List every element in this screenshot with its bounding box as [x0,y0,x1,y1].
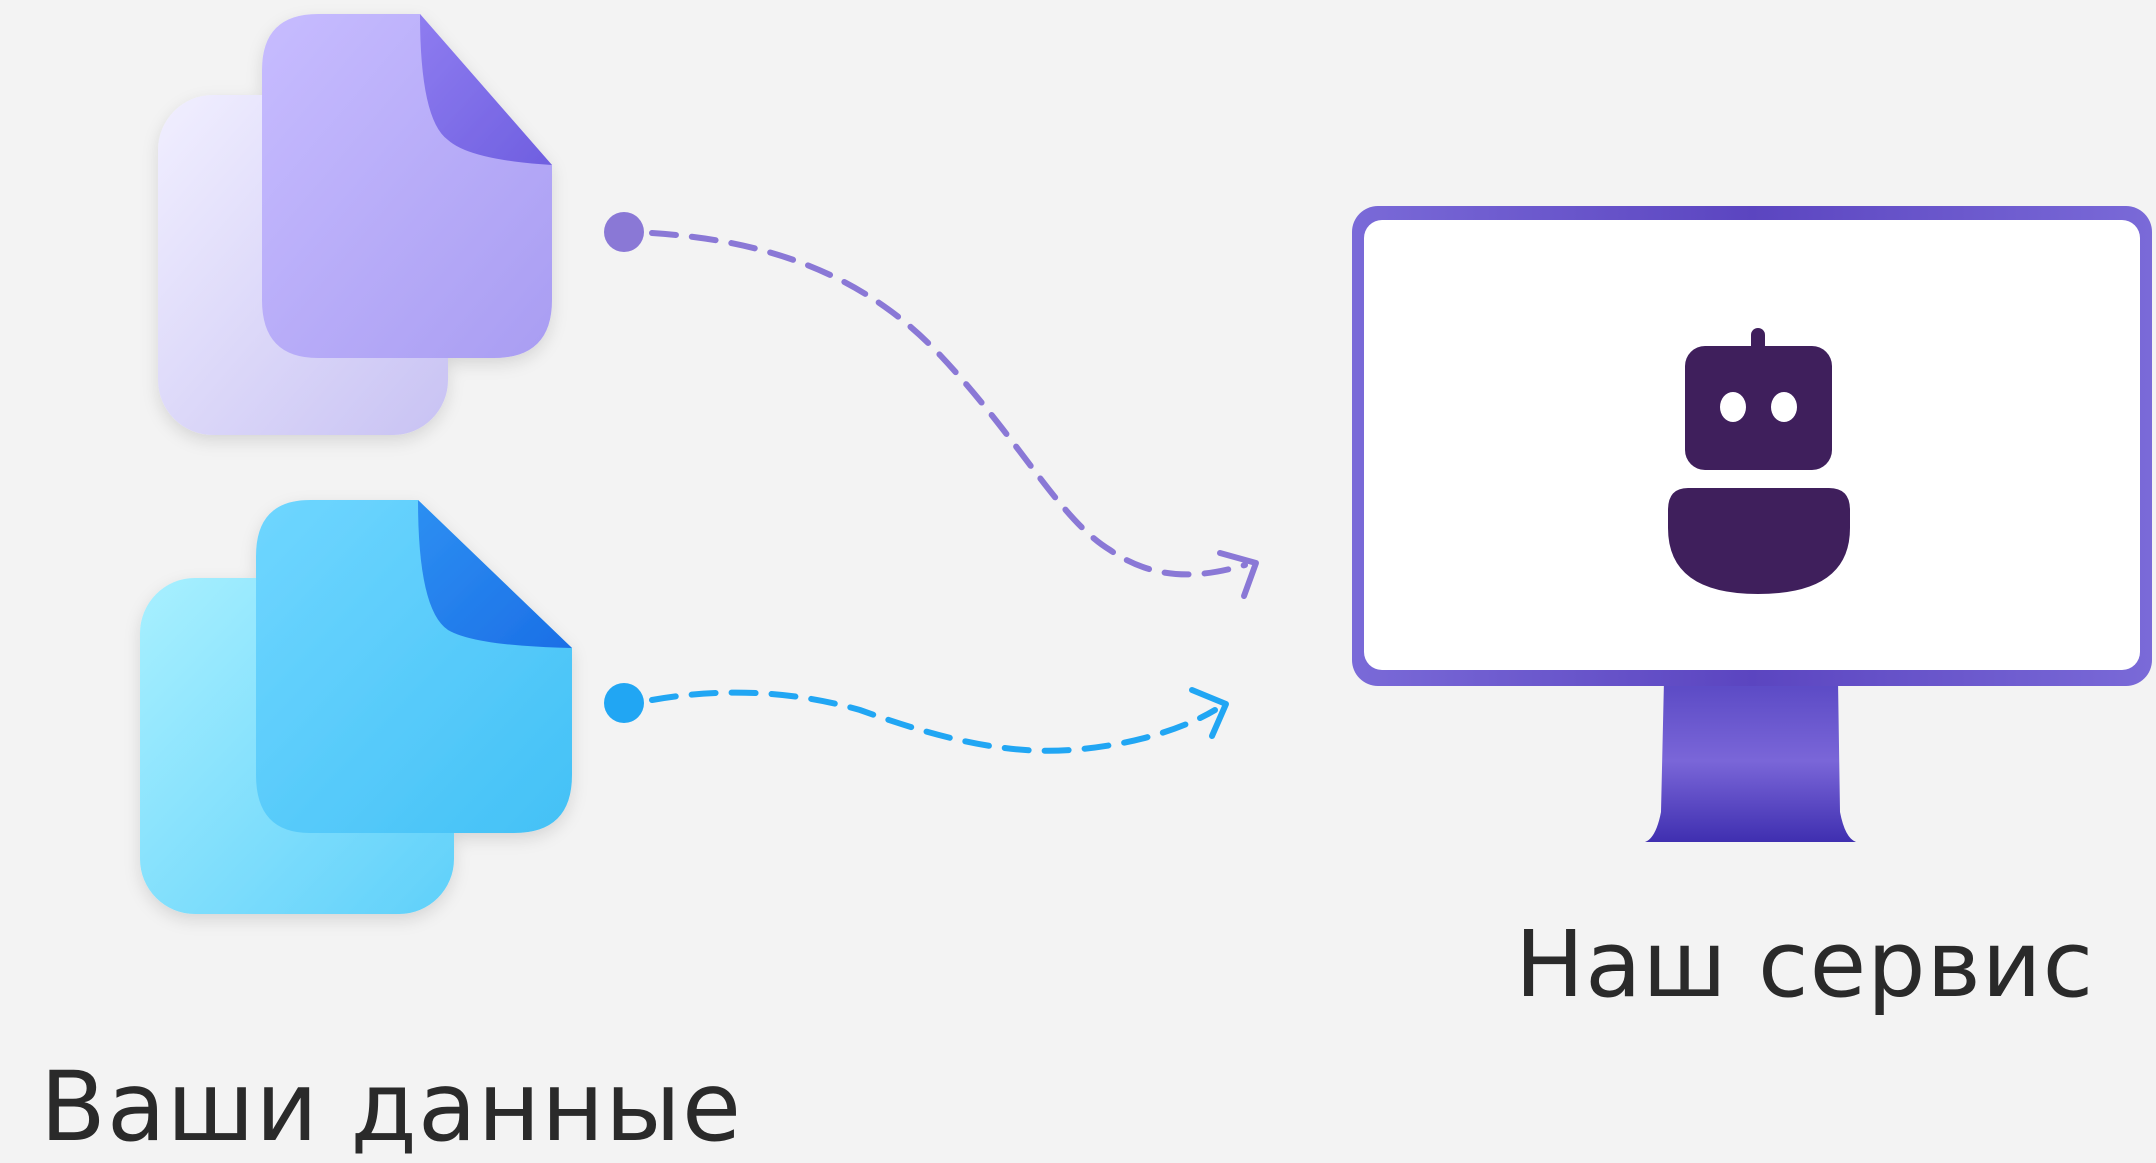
documents-icon [140,500,572,914]
documents-icon [158,14,552,435]
purple-flow-origin-dot [604,212,644,252]
blue-flow-origin-dot [604,683,644,723]
your-data-label: Ваши данные [40,1051,743,1163]
robot-icon [1668,328,1850,594]
monitor-stand [1645,680,1856,842]
blue-flow-arrow [604,683,1229,754]
purple-flow-arrow [604,212,1259,599]
our-service-label: Наш сервис [1515,911,2095,1018]
